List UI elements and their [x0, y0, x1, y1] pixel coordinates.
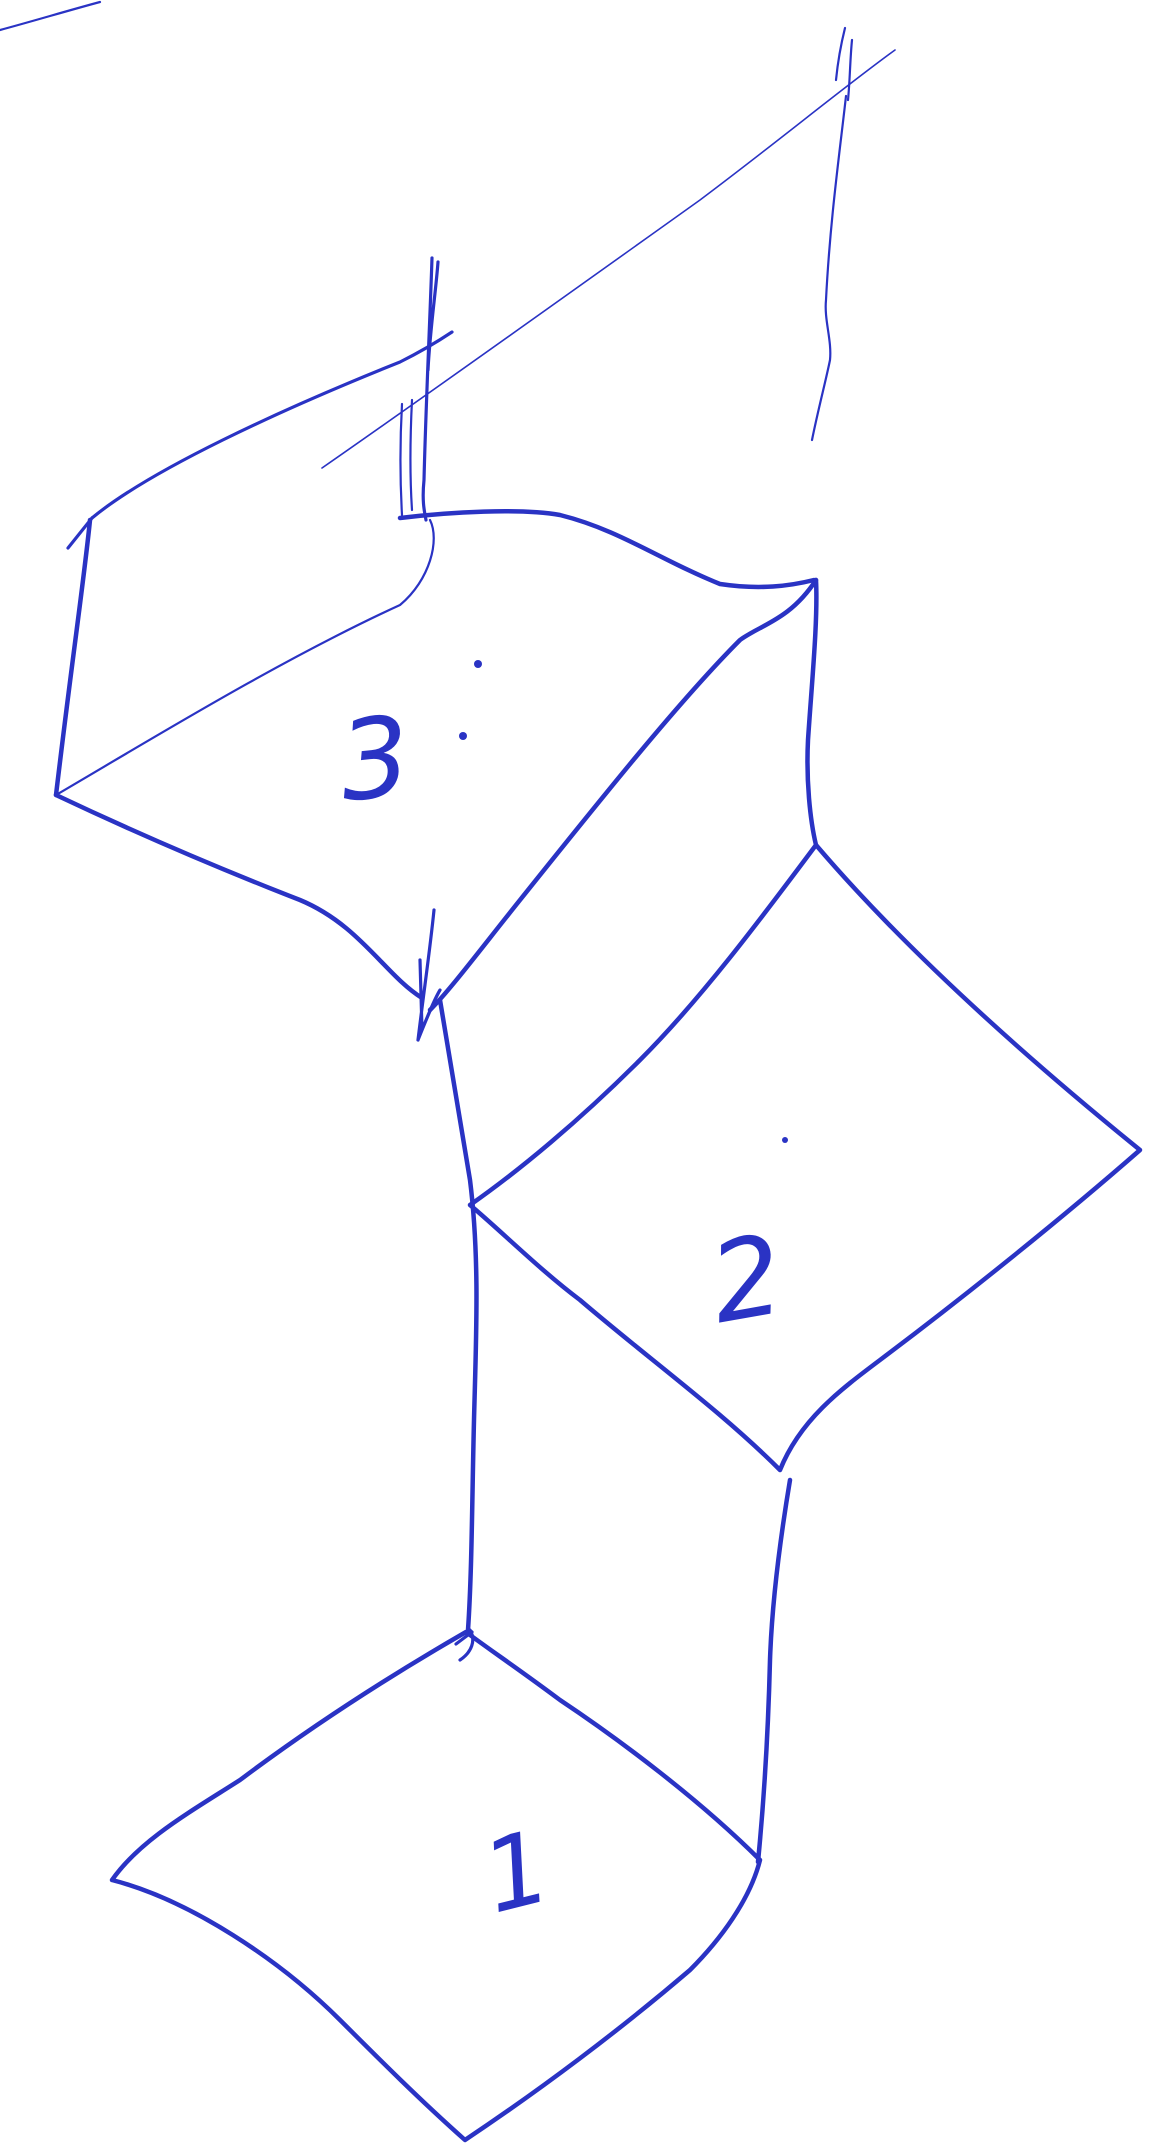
- tile-3-label: 3: [333, 692, 416, 827]
- top-right-squiggle: [812, 28, 852, 440]
- tile-1-outline: [112, 1632, 760, 2140]
- tile-2-tile-1-connector: [758, 1480, 790, 1862]
- tile-3-tile-2-connector: [807, 580, 816, 845]
- tile-3-left-edge: [56, 520, 90, 795]
- central-vertical-connector: [440, 1000, 477, 1630]
- tile-3-dot-lower: [459, 732, 467, 740]
- tile-3-post-double: [401, 400, 413, 515]
- tile-3-right-edge: [430, 580, 816, 1010]
- tile-2-dot: [782, 1137, 788, 1143]
- tile-2-outline: [470, 845, 1140, 1470]
- tile-3-corner-marks: [418, 910, 440, 1040]
- top-diagonal-line: [322, 50, 895, 468]
- tile-3-back-edge: [92, 332, 452, 518]
- tile-2-label: 2: [701, 1210, 792, 1348]
- corner-stroke: [0, 2, 100, 30]
- tile-3-top-edge: [400, 511, 814, 587]
- sketch-ink: [0, 2, 1140, 2140]
- tile-3-bottom-edge: [56, 795, 422, 998]
- tile-3-dot-upper: [474, 660, 482, 668]
- tile-1-label: 1: [471, 1808, 561, 1937]
